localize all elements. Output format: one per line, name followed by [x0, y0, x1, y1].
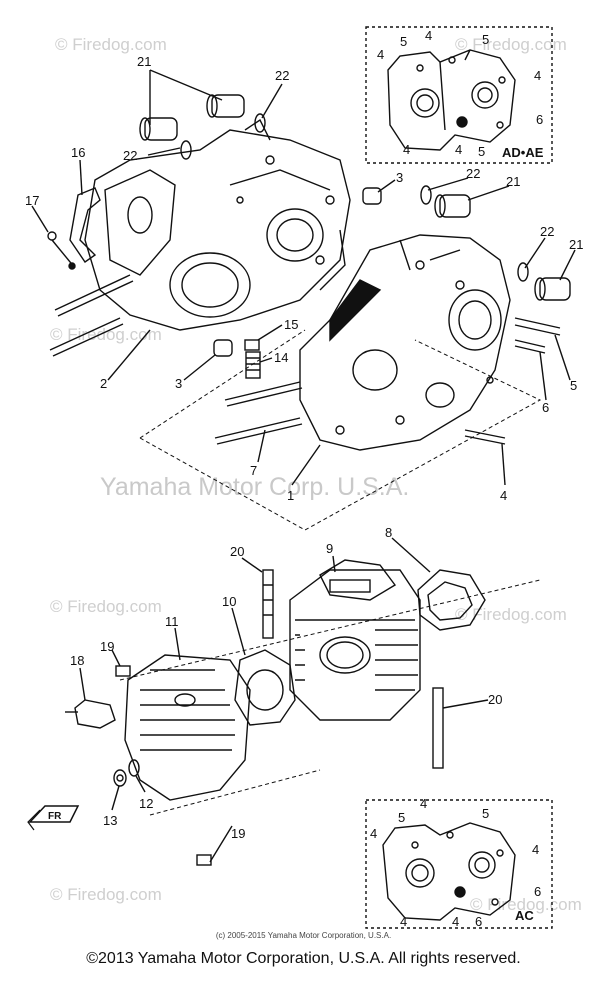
bearings-right: [420, 185, 571, 301]
studs: [214, 317, 561, 445]
label-22c: 22: [466, 166, 480, 181]
label-21a: 21: [137, 54, 151, 69]
label-18: 18: [70, 653, 84, 668]
inset-bottom-label-6a: 6: [534, 884, 541, 899]
label-20b: 20: [488, 692, 502, 707]
inset-top-label-4a: 4: [377, 47, 384, 62]
guide-lines: [119, 329, 542, 816]
inset-bottom-label-4b: 4: [370, 826, 377, 841]
watermark-left: © Firedog.com: [50, 597, 162, 616]
label-12: 12: [139, 796, 153, 811]
inset-top-label-6a: 6: [536, 112, 543, 127]
label-5a: 5: [570, 378, 577, 393]
bearings-top: [139, 94, 382, 357]
gasket-10: [234, 649, 296, 726]
front-label: FR: [48, 811, 62, 822]
label-21b: 21: [506, 174, 520, 189]
inset-top-label-5a: 5: [400, 34, 407, 49]
inset-top-label-4c: 4: [534, 68, 541, 83]
inset-bottom-label-5b: 5: [482, 806, 489, 821]
cylinder-head: [124, 654, 251, 801]
label-15: 15: [284, 317, 298, 332]
watermark-mid-left: © Firedog.com: [50, 325, 162, 344]
label-19a: 19: [100, 639, 114, 654]
label-3a: 3: [396, 170, 403, 185]
label-13: 13: [103, 813, 117, 828]
inset-top: AD•AE: [365, 26, 553, 164]
label-4a: 4: [500, 488, 507, 503]
label-11: 11: [165, 614, 179, 629]
small-parts: [65, 665, 212, 866]
inset-bottom-tag: AC: [515, 908, 534, 923]
bracket-16: [47, 187, 101, 270]
inset-bottom-label-5a: 5: [398, 810, 405, 825]
inset-top-label-5c: 5: [478, 144, 485, 159]
inset-top-label-4d: 4: [403, 142, 410, 157]
label-6a: 6: [542, 400, 549, 415]
label-20a: 20: [230, 544, 244, 559]
inset-top-labels: 4 5 4 5 4 6 4 4 5: [377, 28, 543, 159]
watermark-top-right: © Firedog.com: [455, 35, 567, 54]
dowel-pins: [262, 569, 444, 769]
gasket-8: [417, 569, 486, 631]
label-16: 16: [71, 145, 85, 160]
label-3b: 3: [175, 376, 182, 391]
inset-bottom-label-4c: 4: [532, 842, 539, 857]
label-17: 17: [25, 193, 39, 208]
inset-top-label-4b: 4: [425, 28, 432, 43]
label-1: 1: [287, 488, 294, 503]
small-copyright: (c) 2005-2015 Yamaha Motor Corporation, …: [215, 931, 392, 940]
label-8: 8: [385, 525, 392, 540]
inset-bottom-label-4a: 4: [420, 796, 427, 811]
inset-bottom-label-4d: 4: [400, 914, 407, 929]
crankcase-left: [49, 118, 351, 357]
inset-bottom-label-6b: 6: [475, 914, 482, 929]
label-19b: 19: [231, 826, 245, 841]
watermark-center: Yamaha Motor Corp. U.S.A.: [100, 473, 409, 501]
label-21c: 21: [569, 237, 583, 252]
inset-top-tag: AD•AE: [502, 145, 544, 160]
cylinder: [289, 559, 421, 721]
inset-top-label-4e: 4: [455, 142, 462, 157]
front-arrow-icon: FR: [27, 805, 80, 831]
watermark-bottom-left: © Firedog.com: [50, 885, 162, 904]
label-9: 9: [326, 541, 333, 556]
crankcase-right: [299, 234, 511, 451]
inset-top-label-5b: 5: [482, 32, 489, 47]
watermark-top-left: © Firedog.com: [55, 35, 167, 54]
watermark-mid-right: © Firedog.com: [455, 605, 567, 624]
label-22d: 22: [540, 224, 554, 239]
label-7: 7: [250, 463, 257, 478]
label-22a: 22: [275, 68, 289, 83]
label-14: 14: [274, 350, 288, 365]
label-2: 2: [100, 376, 107, 391]
label-22b: 22: [123, 148, 137, 163]
inset-bottom-label-4e: 4: [452, 914, 459, 929]
label-10: 10: [222, 594, 236, 609]
inset-bottom-labels: 4 5 4 5 4 6 4 4 6: [370, 796, 541, 929]
part-labels: 21 22 22 16 17 3 2 15 14 3 22 21 22 21 5…: [25, 54, 583, 863]
copyright-text: ©2013 Yamaha Motor Corporation, U.S.A. A…: [86, 950, 521, 967]
inset-bottom: AC: [365, 799, 553, 929]
